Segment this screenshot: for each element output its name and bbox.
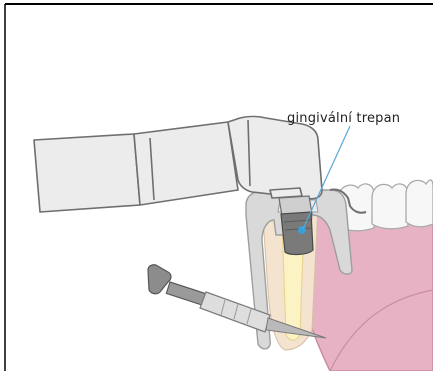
- handpiece: [34, 117, 366, 213]
- gingival-trephine-label: gingivální trepan: [287, 111, 400, 126]
- teeth: [338, 180, 433, 231]
- trephine-bur: [279, 196, 313, 254]
- marker-dot: [298, 226, 306, 234]
